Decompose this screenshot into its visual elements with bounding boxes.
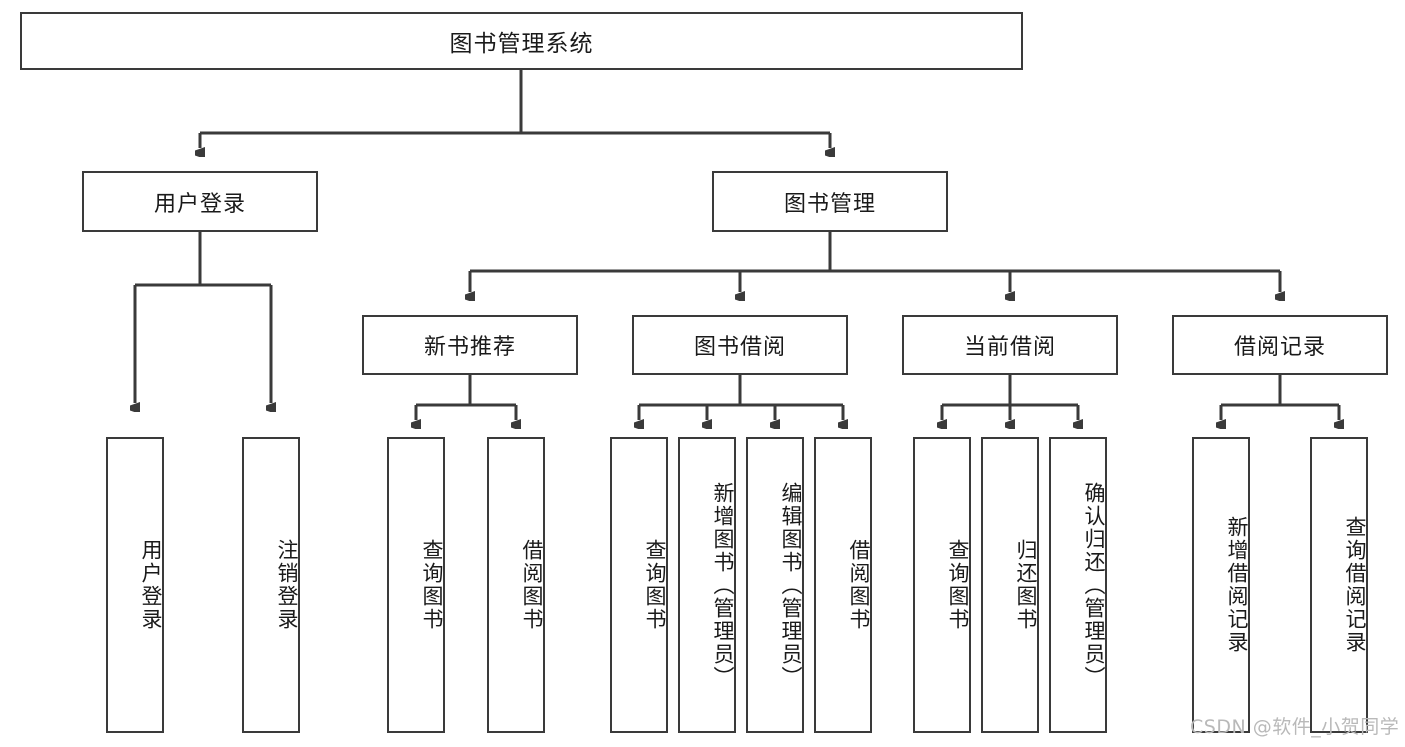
- node-label: 当前借阅: [963, 335, 1056, 360]
- node-current-borrow[interactable]: 当前借阅: [902, 315, 1118, 375]
- node-leaf-user-login[interactable]: 用户登录: [106, 437, 164, 733]
- node-label: 查询借阅记录: [1343, 516, 1367, 654]
- node-leaf-query-book-borrow[interactable]: 查询图书: [610, 437, 668, 733]
- node-leaf-query-book-current[interactable]: 查询图书: [913, 437, 971, 733]
- node-leaf-query-borrow-record[interactable]: 查询借阅记录: [1310, 437, 1368, 733]
- node-label: 新增图书（管理员）: [711, 481, 735, 689]
- node-label: 借阅图书: [520, 539, 544, 631]
- node-book-management[interactable]: 图书管理: [712, 171, 948, 232]
- node-leaf-return-book[interactable]: 归还图书: [981, 437, 1039, 733]
- node-system-root[interactable]: 图书管理系统: [20, 12, 1023, 70]
- node-leaf-borrow-book[interactable]: 借阅图书: [814, 437, 872, 733]
- node-new-book-recommend[interactable]: 新书推荐: [362, 315, 578, 375]
- node-label: 查询图书: [420, 539, 444, 631]
- node-label: 确认归还（管理员）: [1082, 481, 1106, 689]
- node-label: 新书推荐: [423, 335, 516, 360]
- node-leaf-add-book-admin[interactable]: 新增图书（管理员）: [678, 437, 736, 733]
- node-leaf-add-borrow-record[interactable]: 新增借阅记录: [1192, 437, 1250, 733]
- watermark-text: CSDN @软件_小贺同学: [1190, 716, 1400, 738]
- node-label: 用户登录: [153, 191, 246, 217]
- node-leaf-borrow-book-recommend[interactable]: 借阅图书: [487, 437, 545, 733]
- node-leaf-edit-book-admin[interactable]: 编辑图书（管理员）: [746, 437, 804, 733]
- node-label: 用户登录: [139, 539, 163, 631]
- node-leaf-query-book-recommend[interactable]: 查询图书: [387, 437, 445, 733]
- node-label: 编辑图书（管理员）: [779, 481, 803, 689]
- node-user-login[interactable]: 用户登录: [82, 171, 318, 232]
- node-label: 图书管理系统: [449, 31, 594, 57]
- node-label: 借阅图书: [847, 539, 871, 631]
- node-label: 查询图书: [946, 539, 970, 631]
- node-label: 查询图书: [643, 539, 667, 631]
- node-label: 归还图书: [1014, 539, 1038, 631]
- node-leaf-confirm-return-admin[interactable]: 确认归还（管理员）: [1049, 437, 1107, 733]
- node-label: 图书借阅: [693, 335, 786, 360]
- node-leaf-logout[interactable]: 注销登录: [242, 437, 300, 733]
- node-label: 借阅记录: [1233, 335, 1326, 360]
- node-label: 图书管理: [783, 191, 876, 217]
- node-book-borrow[interactable]: 图书借阅: [632, 315, 848, 375]
- node-label: 新增借阅记录: [1225, 516, 1249, 654]
- node-borrow-record[interactable]: 借阅记录: [1172, 315, 1388, 375]
- node-label: 注销登录: [275, 539, 299, 631]
